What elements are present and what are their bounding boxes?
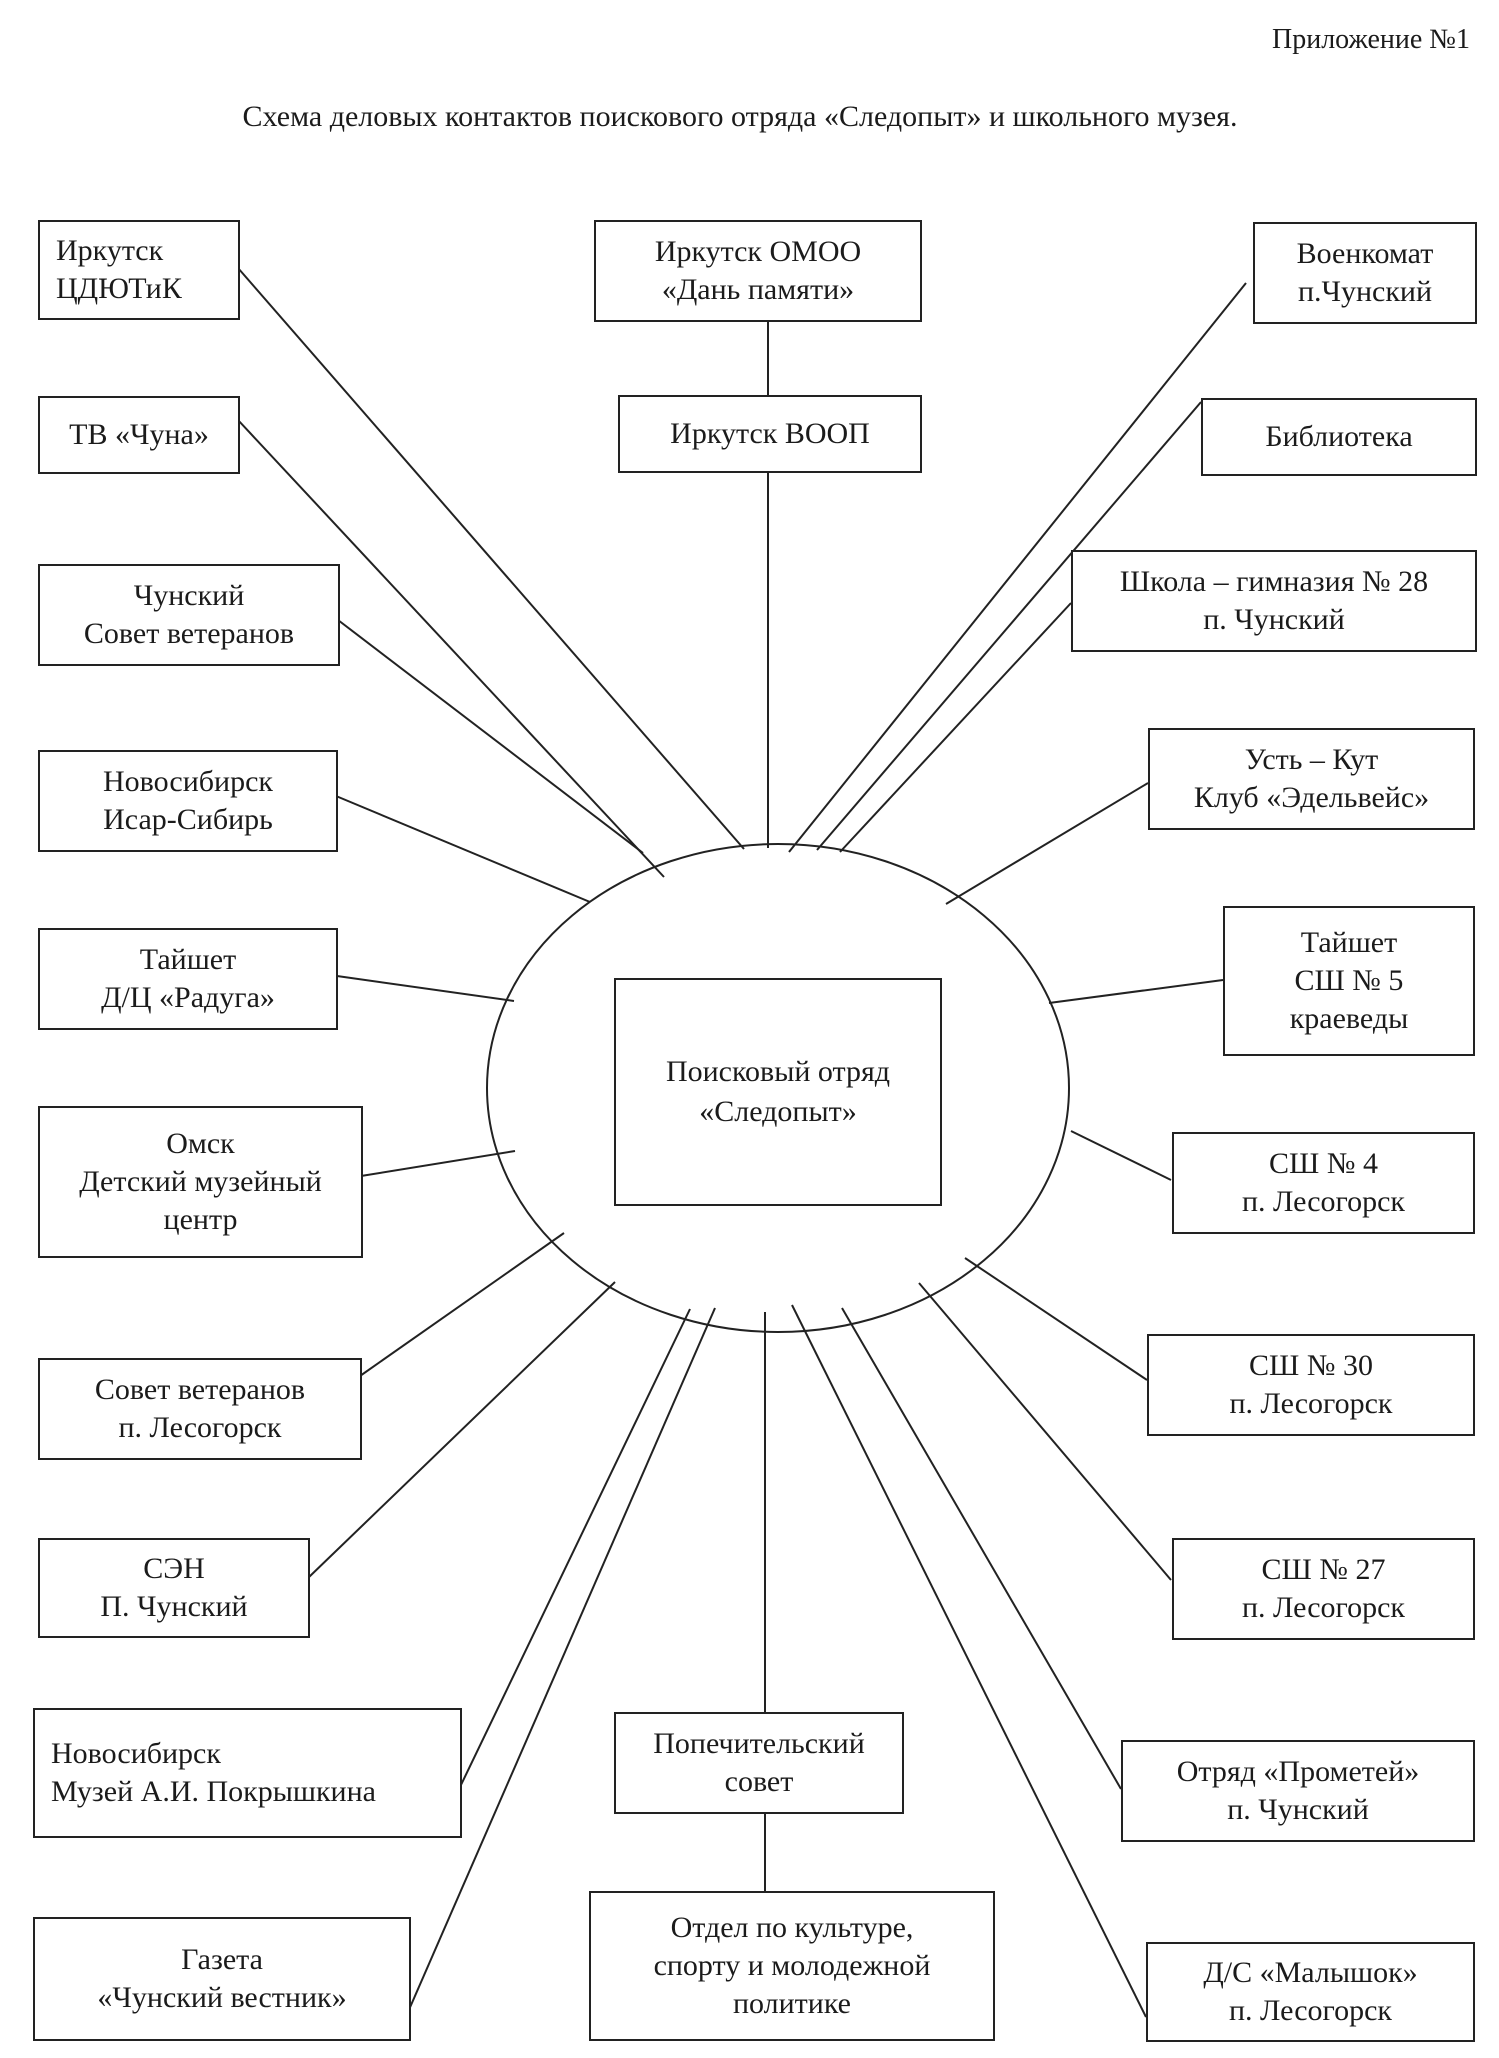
link-chunsky-veterans: [337, 619, 644, 854]
node-irkutsk-omoo: Иркутск ОМОО «Дань памяти»: [594, 220, 922, 322]
center-ellipse: [486, 843, 1070, 1333]
link-ust-kut-club: [945, 782, 1149, 905]
link-taishet-school5: [1048, 979, 1224, 1004]
link-school30: [964, 1257, 1148, 1381]
node-novosibirsk-isar: Новосибирск Исар-Сибирь: [38, 750, 338, 852]
node-lesogorsk-veterans: Совет ветеранов п. Лесогорск: [38, 1358, 362, 1460]
link-taishet-raduga: [336, 975, 515, 1002]
node-gymnasium-28: Школа – гимназия № 28 п. Чунский: [1071, 550, 1477, 652]
node-voenkomat: Военкомат п.Чунский: [1253, 222, 1477, 324]
link-school4: [1070, 1130, 1172, 1181]
node-taishet-school5: Тайшет СШ № 5 краеведы: [1223, 906, 1475, 1056]
diagram-title: Схема деловых контактов поискового отряд…: [242, 100, 1238, 133]
link-prometei: [841, 1307, 1122, 1790]
node-school30: СШ № 30 п. Лесогорск: [1147, 1334, 1475, 1436]
node-tv-chuna: ТВ «Чуна»: [38, 396, 240, 474]
node-chunsky-veterans: Чунский Совет ветеранов: [38, 564, 340, 666]
node-taishet-raduga: Тайшет Д/Ц «Радуга»: [38, 928, 338, 1030]
link-novosibirsk-isar: [335, 795, 591, 903]
link-irkutsk-cdyutik: [237, 267, 745, 850]
node-trustee-council: Попечительский совет: [614, 1712, 904, 1814]
node-malyshok: Д/С «Малышок» п. Лесогорск: [1146, 1942, 1475, 2042]
node-prometei: Отряд «Прометей» п. Чунский: [1121, 1740, 1475, 1842]
link-sen-chunsky: [307, 1281, 616, 1579]
node-irkutsk-cdyutik: Иркутск ЦДЮТиК: [38, 220, 240, 320]
node-school27: СШ № 27 п. Лесогорск: [1172, 1538, 1475, 1640]
link-gymnasium-28: [839, 602, 1072, 853]
link-voenkomat: [788, 282, 1247, 853]
node-irkutsk-voop: Иркутск ВООП: [618, 395, 922, 473]
link-pokryshkin-museum: [459, 1308, 691, 1788]
link-tv-chuna: [237, 419, 665, 878]
center-node: Поисковый отряд «Следопыт»: [614, 978, 942, 1206]
node-omsk-museum: Омск Детский музейный центр: [38, 1106, 363, 1258]
node-pokryshkin-museum: Новосибирск Музей А.И. Покрышкина: [33, 1708, 462, 1838]
appendix-number: Приложение №1: [1272, 24, 1470, 55]
node-library: Библиотека: [1201, 398, 1477, 476]
node-school4: СШ № 4 п. Лесогорск: [1172, 1132, 1475, 1234]
link-school27: [918, 1282, 1172, 1581]
link-library: [816, 401, 1202, 851]
link-lesogorsk-veterans: [359, 1232, 565, 1377]
link-gazeta: [407, 1307, 716, 2013]
link-malyshok: [791, 1304, 1147, 2018]
node-sen-chunsky: СЭН П. Чунский: [38, 1538, 310, 1638]
node-ust-kut-club: Усть – Кут Клуб «Эдельвейс»: [1148, 728, 1475, 830]
link-omsk-museum: [360, 1150, 516, 1177]
node-culture-dept: Отдел по культуре, спорту и молодежной п…: [589, 1891, 995, 2041]
node-gazeta: Газета «Чунский вестник»: [33, 1917, 411, 2041]
